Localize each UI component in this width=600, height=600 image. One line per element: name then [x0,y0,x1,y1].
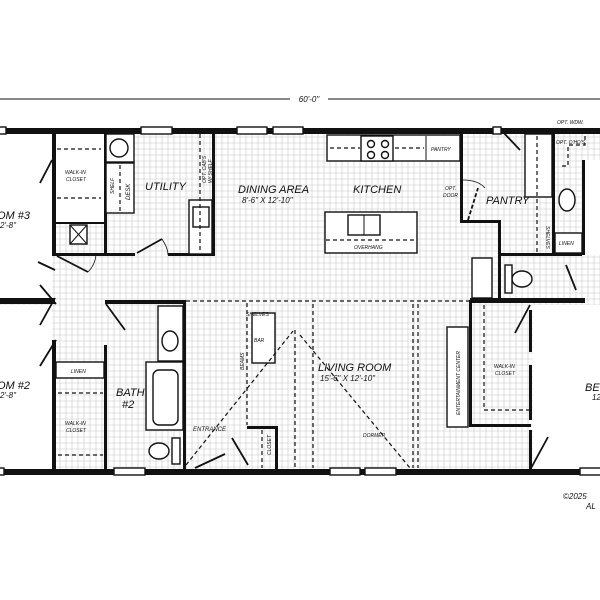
walkin-closet-label: CLOSET [495,371,516,377]
kitchen-pantry-label: PANTRY [431,147,451,153]
linen-label: LINEN [559,241,574,247]
opt-door-label: OPT. [445,186,456,192]
closet-label: CLOSET [267,434,273,455]
overall-dimension: 60'-0" [299,95,321,104]
feature-labels: WALK-IN CLOSET WALK-IN CLOSET WALK-IN CL… [65,120,586,455]
dormer-label: DORMER [363,433,386,439]
shelves-label: SHELVES [246,312,269,318]
sink-icon [161,330,179,352]
bar-label: BAR [254,338,265,344]
walkin-closet-label: CLOSET [66,428,87,434]
dining-size: 8'-6" X 12'-10" [242,196,294,205]
walkin-closet-label: WALK-IN [65,170,86,176]
opt-overheads-label: OPT. O'HD'S [556,140,586,146]
interior-walls [0,131,585,472]
walkin-closet-label: WALK-IN [65,421,86,427]
kitchen-label: KITCHEN [353,184,401,196]
copyright-year: ©2025 [563,492,587,501]
dining-label: DINING AREA [238,184,309,196]
utility-sink-icon [192,206,210,228]
carpet-areas [0,133,600,471]
opt-window-label: OPT. WDW. [557,120,584,126]
opt-cabinets-shelf-label: W/ SHELF [208,158,214,183]
pantry-label: PANTRY [486,195,530,207]
bath-toilet-icon [148,442,170,460]
bath2-number: #2 [122,399,134,411]
utility-label: UTILITY [145,181,187,193]
walkin-closet-label: CLOSET [66,177,87,183]
bedroom3-label: OM #3 [0,210,31,222]
living-room-label: LIVING ROOM [318,362,392,374]
master-bedroom-size: 12 [592,393,600,402]
overall-dimension-line: 60'-0" [0,95,600,104]
beams-label: BEAMS [240,352,246,370]
opt-door-label: DOOR [443,193,458,199]
entertainment-center [446,326,469,428]
entrance-label: ENTRANCE [193,427,227,433]
linen-label: LINEN [71,369,86,375]
opt-cabinets-label: OPT. CAB'S [202,155,208,183]
room-labels: OM #3 2'-8" OM #2 2'-8" BE 12 UTILITY DI… [0,181,600,433]
desk-label: DESK [126,183,132,200]
bath2-label: BATH [116,387,145,399]
shelves-label: SHELVES [544,226,550,249]
master-bedroom-label: BE [585,382,600,394]
fixtures [55,133,586,469]
master-toilet-icon [558,188,576,212]
shelf-label: SHELF [110,177,116,194]
walkin-closet-label: WALK-IN [494,364,515,370]
doors [37,130,577,471]
entertainment-center-label: ENTERTAINMENT CENTER [456,351,462,415]
living-room-size: 15'-6" X 12'-10" [320,374,376,383]
toilet-icon [511,270,533,288]
copyright-owner: AL [585,502,596,511]
washer-icon [109,138,129,158]
copyright: ©2025 AL [563,492,596,511]
linen-closet [55,361,105,379]
bedroom2-size: 2'-8" [0,391,17,400]
bedroom2-label: OM #2 [0,380,30,392]
overhang-label: OVERHANG [354,245,383,251]
bedroom3-size: 2'-8" [0,221,17,230]
exterior-walls [0,126,600,476]
